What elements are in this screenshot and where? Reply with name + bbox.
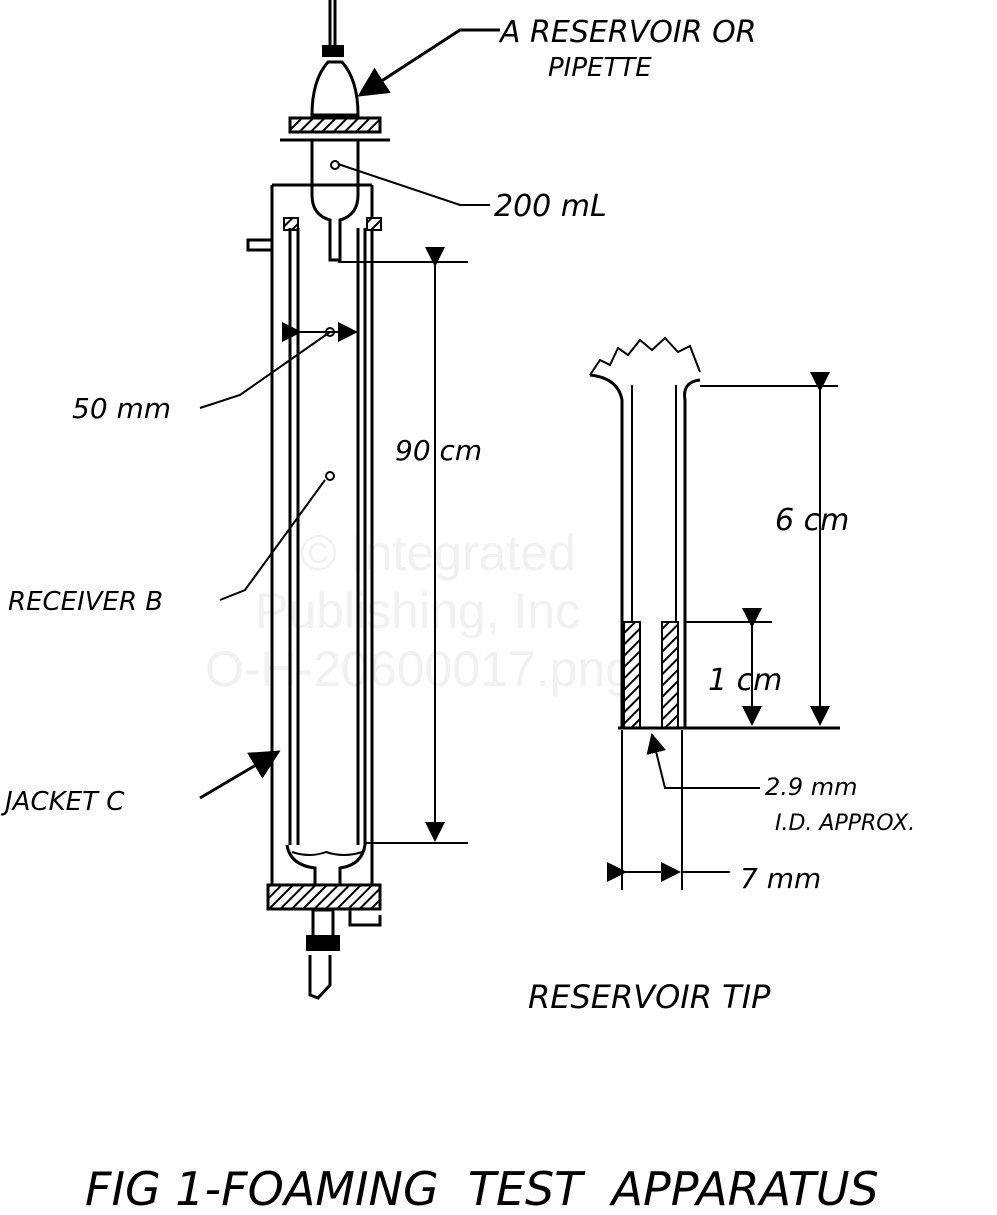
height-label: 90 cm xyxy=(395,434,482,467)
watermark-line-2: Publishing, Inc xyxy=(255,583,580,639)
reservoir-marker xyxy=(330,160,340,170)
volume-label: 200 mL xyxy=(494,189,607,224)
figure-title: FIG 1-FOAMING TEST APPARATUS xyxy=(85,1162,879,1215)
reservoir-a xyxy=(280,0,390,262)
tip-id-label: 2.9 mm xyxy=(765,773,858,801)
reservoir-a-label-2: PIPETTE xyxy=(548,53,652,83)
reservoir-a-label: A RESERVOIR OR xyxy=(498,15,757,50)
tip-od-label: 7 mm xyxy=(740,862,821,895)
jacket-c-label: JACKET C xyxy=(0,787,125,817)
tip-title: RESERVOIR TIP xyxy=(528,978,771,1016)
tip-id-label-2: I.D. APPROX. xyxy=(775,811,915,836)
tip-height-label: 6 cm xyxy=(775,503,849,538)
receiver-b xyxy=(266,228,382,1000)
receiver-marker xyxy=(325,471,335,481)
watermark: © Integrated Publishing, Inc O-H-2060001… xyxy=(205,525,633,697)
reservoir-tip-detail xyxy=(589,336,840,890)
receiver-b-label: RECEIVER B xyxy=(8,587,163,617)
tip-sleeve-label: 1 cm xyxy=(708,663,782,698)
diameter-label: 50 mm xyxy=(72,392,171,425)
watermark-line-3: O-H-20600017.png xyxy=(205,641,633,697)
watermark-line-1: © Integrated xyxy=(300,525,576,581)
